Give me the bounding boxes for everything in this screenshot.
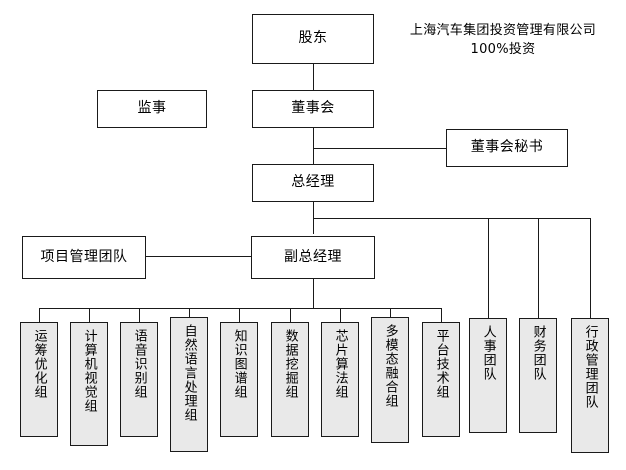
investor-annotation-line2: 100%投资 [470,41,536,57]
node-general-manager-label: 总经理 [291,174,335,191]
connector-deputy-to-group-2 [89,308,90,322]
node-tech-group-5-label: 知识图谱组 [231,329,247,399]
node-shareholder[interactable]: 股东 [252,14,374,64]
connector-deputy-to-group-8 [390,308,391,317]
node-tech-group-1[interactable]: 运筹优化组 [20,322,58,437]
connector-deputy-stem [313,279,314,308]
node-tech-group-9[interactable]: 平台技术组 [422,322,460,437]
node-tech-group-6-label: 数据挖掘组 [282,329,298,399]
node-tech-group-4[interactable]: 自然语言处理组 [170,317,208,452]
connector-deputy-to-group-4 [189,308,190,317]
connector-general-manager-stem [313,202,314,218]
bus-general-manager [313,218,590,219]
node-deputy-general-manager[interactable]: 副总经理 [251,236,375,279]
node-tech-group-3[interactable]: 语音识别组 [120,322,158,437]
node-tech-group-8[interactable]: 多模态融合组 [371,317,409,443]
node-support-team-2[interactable]: 财务团队 [519,318,557,433]
connector-deputy-to-group-5 [239,308,240,322]
node-tech-group-9-label: 平台技术组 [433,329,449,399]
connector-board-to-general-manager [313,128,314,164]
node-tech-group-2[interactable]: 计算机视觉组 [70,322,108,446]
node-tech-group-4-label: 自然语言处理组 [181,324,197,422]
node-support-team-2-label: 财务团队 [530,325,546,381]
connector-deputy-to-project-team [146,256,251,257]
connector-deputy-to-group-7 [340,308,341,322]
connector-gm-to-finance-team [538,218,539,318]
node-support-team-3-label: 行政管理团队 [582,325,598,409]
node-supervisor[interactable]: 监事 [97,90,207,128]
node-tech-group-1-label: 运筹优化组 [31,329,47,399]
node-deputy-general-manager-label: 副总经理 [284,248,342,265]
node-general-manager[interactable]: 总经理 [252,164,374,202]
node-shareholder-label: 股东 [298,30,328,47]
node-board-secretary-label: 董事会秘书 [470,139,544,156]
node-supervisor-label: 监事 [137,100,167,117]
node-board-of-directors[interactable]: 董事会 [252,90,374,128]
node-tech-group-8-label: 多模态融合组 [382,324,398,408]
connector-gm-to-hr-team [488,218,489,318]
connector-deputy-to-group-1 [39,308,40,322]
node-support-team-3[interactable]: 行政管理团队 [571,318,609,453]
node-project-management-team-label: 项目管理团队 [40,248,128,265]
node-tech-group-7-label: 芯片算法组 [332,329,348,399]
node-tech-group-3-label: 语音识别组 [131,329,147,399]
node-tech-group-5[interactable]: 知识图谱组 [220,322,258,437]
node-support-team-1-label: 人事团队 [480,325,496,381]
node-support-team-1[interactable]: 人事团队 [469,318,507,433]
connector-shareholder-to-board [313,64,314,90]
connector-gm-to-admin-team [590,218,591,318]
connector-gm-to-deputy [313,218,314,234]
investor-annotation-line1: 上海汽车集团投资管理有限公司 [409,23,597,38]
connector-deputy-to-group-9 [441,308,442,322]
connector-deputy-to-group-6 [290,308,291,322]
node-tech-group-6[interactable]: 数据挖掘组 [271,322,309,437]
node-tech-group-2-label: 计算机视觉组 [81,329,97,413]
investor-annotation: 上海汽车集团投资管理有限公司 100%投资 [380,22,626,60]
node-board-secretary[interactable]: 董事会秘书 [446,129,568,167]
node-board-of-directors-label: 董事会 [291,100,335,117]
bus-deputy-general-manager [39,308,441,309]
connector-board-to-secretary [313,148,446,149]
node-project-management-team[interactable]: 项目管理团队 [22,236,146,279]
connector-deputy-to-group-3 [139,308,140,322]
node-tech-group-7[interactable]: 芯片算法组 [321,322,359,437]
